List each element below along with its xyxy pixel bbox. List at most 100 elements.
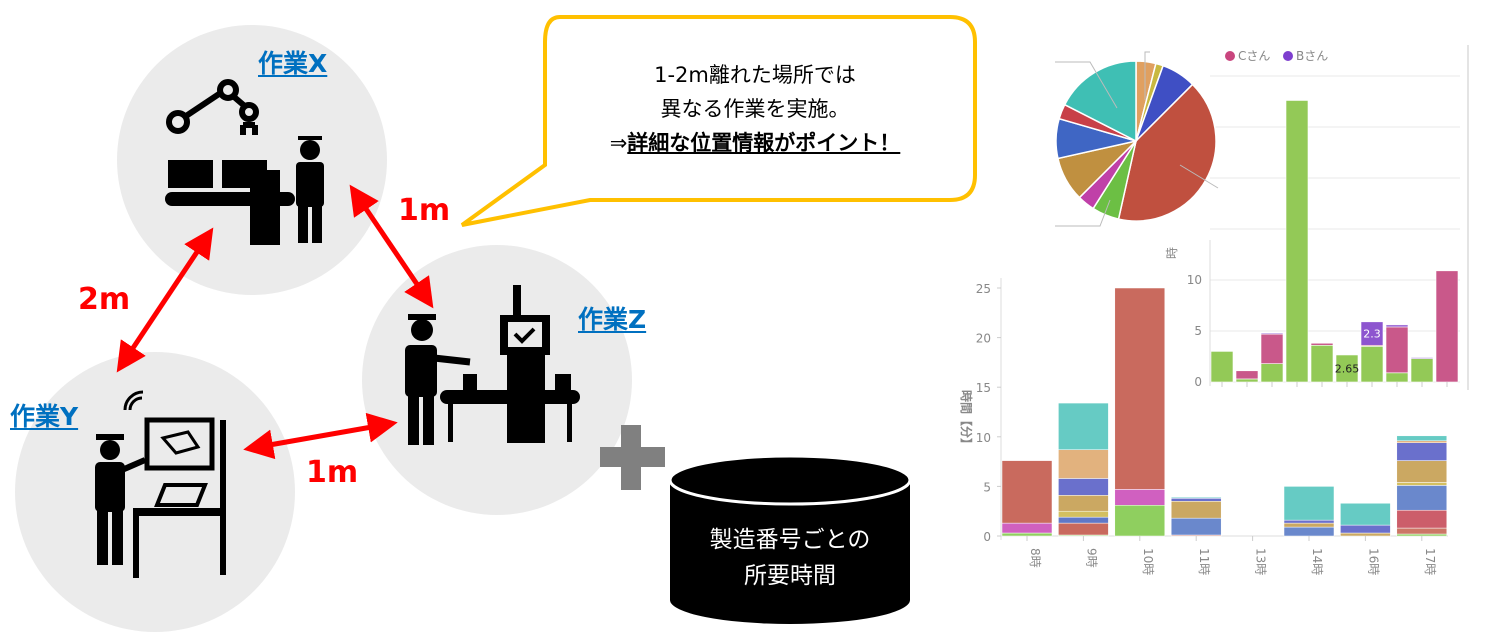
bar-segment (1310, 342, 1334, 346)
bar-segment (1235, 378, 1259, 383)
person-chart-bg (1205, 40, 1470, 395)
bar-segment (1058, 516, 1109, 524)
bar-segment (1396, 527, 1448, 535)
distance-arrow-y-z (243, 412, 398, 460)
distance-x-z-label: 1m (398, 193, 451, 228)
bar-segment (1058, 522, 1109, 536)
bar-segment (1260, 332, 1284, 335)
database-label: 製造番号ごとの 所要時間 (668, 522, 912, 594)
bar-segment (1170, 497, 1222, 499)
legend-marker (1225, 51, 1235, 61)
bar-segment (1385, 326, 1409, 374)
robot-arm-icon (166, 79, 259, 135)
bar-segment (1310, 344, 1334, 383)
pie-leader-line (1055, 199, 1111, 227)
callout-line-2: 異なる作業を実施。 (660, 97, 850, 121)
bar-segment (1396, 485, 1448, 511)
bar-segment (1396, 442, 1448, 461)
y-tick-label: 5 (983, 480, 991, 494)
x-tick-label: 17時 (1423, 548, 1437, 575)
plus-icon (600, 425, 665, 490)
x-tick-label: 16時 (1366, 548, 1380, 575)
x-tick-label: 14時 (1310, 548, 1324, 575)
bar-segment (1058, 510, 1109, 518)
task-y-area (15, 352, 295, 632)
x-tick-label: 10時 (1141, 548, 1155, 575)
bar-segment (1260, 333, 1284, 364)
pie-leader-line (1179, 164, 1219, 189)
task-x-label: 作業X (258, 49, 328, 78)
y-tick-label: 10 (976, 431, 991, 445)
bar-segment (1210, 351, 1234, 383)
callout-line-3: ⇒詳細な位置情報がポイント！ (545, 126, 965, 160)
distance-arrow-x-z (349, 184, 434, 309)
bar-segment (1058, 478, 1109, 496)
database-line-1: 製造番号ごとの (709, 527, 871, 553)
x-tick-label: 11時 (1197, 548, 1211, 575)
bar-segment (1410, 358, 1434, 383)
database-line-2: 所要時間 (744, 563, 836, 589)
x-tick-label: 9時 (1084, 548, 1098, 568)
legend-label: Cさん (1238, 49, 1270, 63)
pie-leader-line (1144, 51, 1150, 100)
bar-segment (1340, 524, 1391, 534)
distance-arrow-x-y (116, 227, 214, 373)
bar-segment (1001, 460, 1053, 524)
inspection-machine-icon (405, 285, 580, 445)
bar-segment (1396, 533, 1448, 537)
bar-segment (1114, 489, 1166, 506)
bar-segment (1283, 522, 1335, 528)
x-tick-label: 13時 (1254, 548, 1268, 575)
legend-label: Bさん (1296, 49, 1328, 63)
y-tick-label: 0 (1194, 375, 1202, 389)
bar-segment (1396, 460, 1448, 483)
data-label: 2.65 (1335, 362, 1360, 375)
bar-segment (1285, 100, 1309, 383)
callout-emphasis: 詳細な位置情報がポイント！ (627, 131, 901, 155)
bar-segment (1385, 324, 1409, 328)
data-label: 2.3 (1363, 328, 1381, 341)
bar-segment (1001, 532, 1053, 537)
y-tick-label: 25 (976, 282, 991, 296)
y-tick-label: 0 (983, 530, 991, 544)
database-icon (668, 454, 912, 624)
x-tick-label: 8時 (1028, 548, 1042, 568)
bar-segment (1058, 449, 1109, 479)
bar-segment (1001, 522, 1053, 534)
bar-segment (1058, 402, 1109, 450)
bar-segment (1170, 498, 1222, 502)
bar-segment (1340, 503, 1391, 526)
bar-segment (1170, 501, 1222, 519)
bar-segment (1435, 270, 1459, 383)
bar-segment (1340, 532, 1391, 537)
bar-segment (1360, 345, 1384, 383)
bar-segment (1114, 287, 1166, 490)
distance-x-y-label: 2m (78, 282, 131, 317)
pie-slice (1063, 60, 1137, 143)
bar-segment (1058, 495, 1109, 512)
bar-segment (1114, 504, 1166, 537)
bar-segment (1410, 357, 1434, 359)
callout-arrow: ⇒ (609, 131, 628, 155)
bar-segment (1235, 370, 1259, 380)
bar-segment (1396, 509, 1448, 529)
pie-leader-line (1055, 61, 1118, 109)
y-tick-label: 15 (976, 381, 991, 395)
bar-segment (1385, 372, 1409, 383)
y-tick-label: 20 (976, 332, 991, 346)
distance-y-z-label: 1m (306, 455, 359, 490)
legend-marker (1283, 51, 1293, 61)
bar-segment (1170, 517, 1222, 536)
callout-line-1: 1-2m離れた場所では (654, 63, 856, 87)
y-axis-label: 時間【分】 (959, 390, 974, 450)
bar-segment (1283, 486, 1335, 521)
bar-segment (1283, 526, 1335, 537)
y-axis-label: 時 (1165, 247, 1179, 259)
y-tick-label: 5 (1194, 324, 1202, 338)
worker-maintenance-icon (95, 390, 226, 578)
bar-segment (1396, 482, 1448, 486)
bar-segment (1396, 435, 1448, 442)
callout-bubble (460, 15, 977, 227)
callout-text: 1-2m離れた場所では 異なる作業を実施。 ⇒詳細な位置情報がポイント！ (545, 58, 965, 160)
